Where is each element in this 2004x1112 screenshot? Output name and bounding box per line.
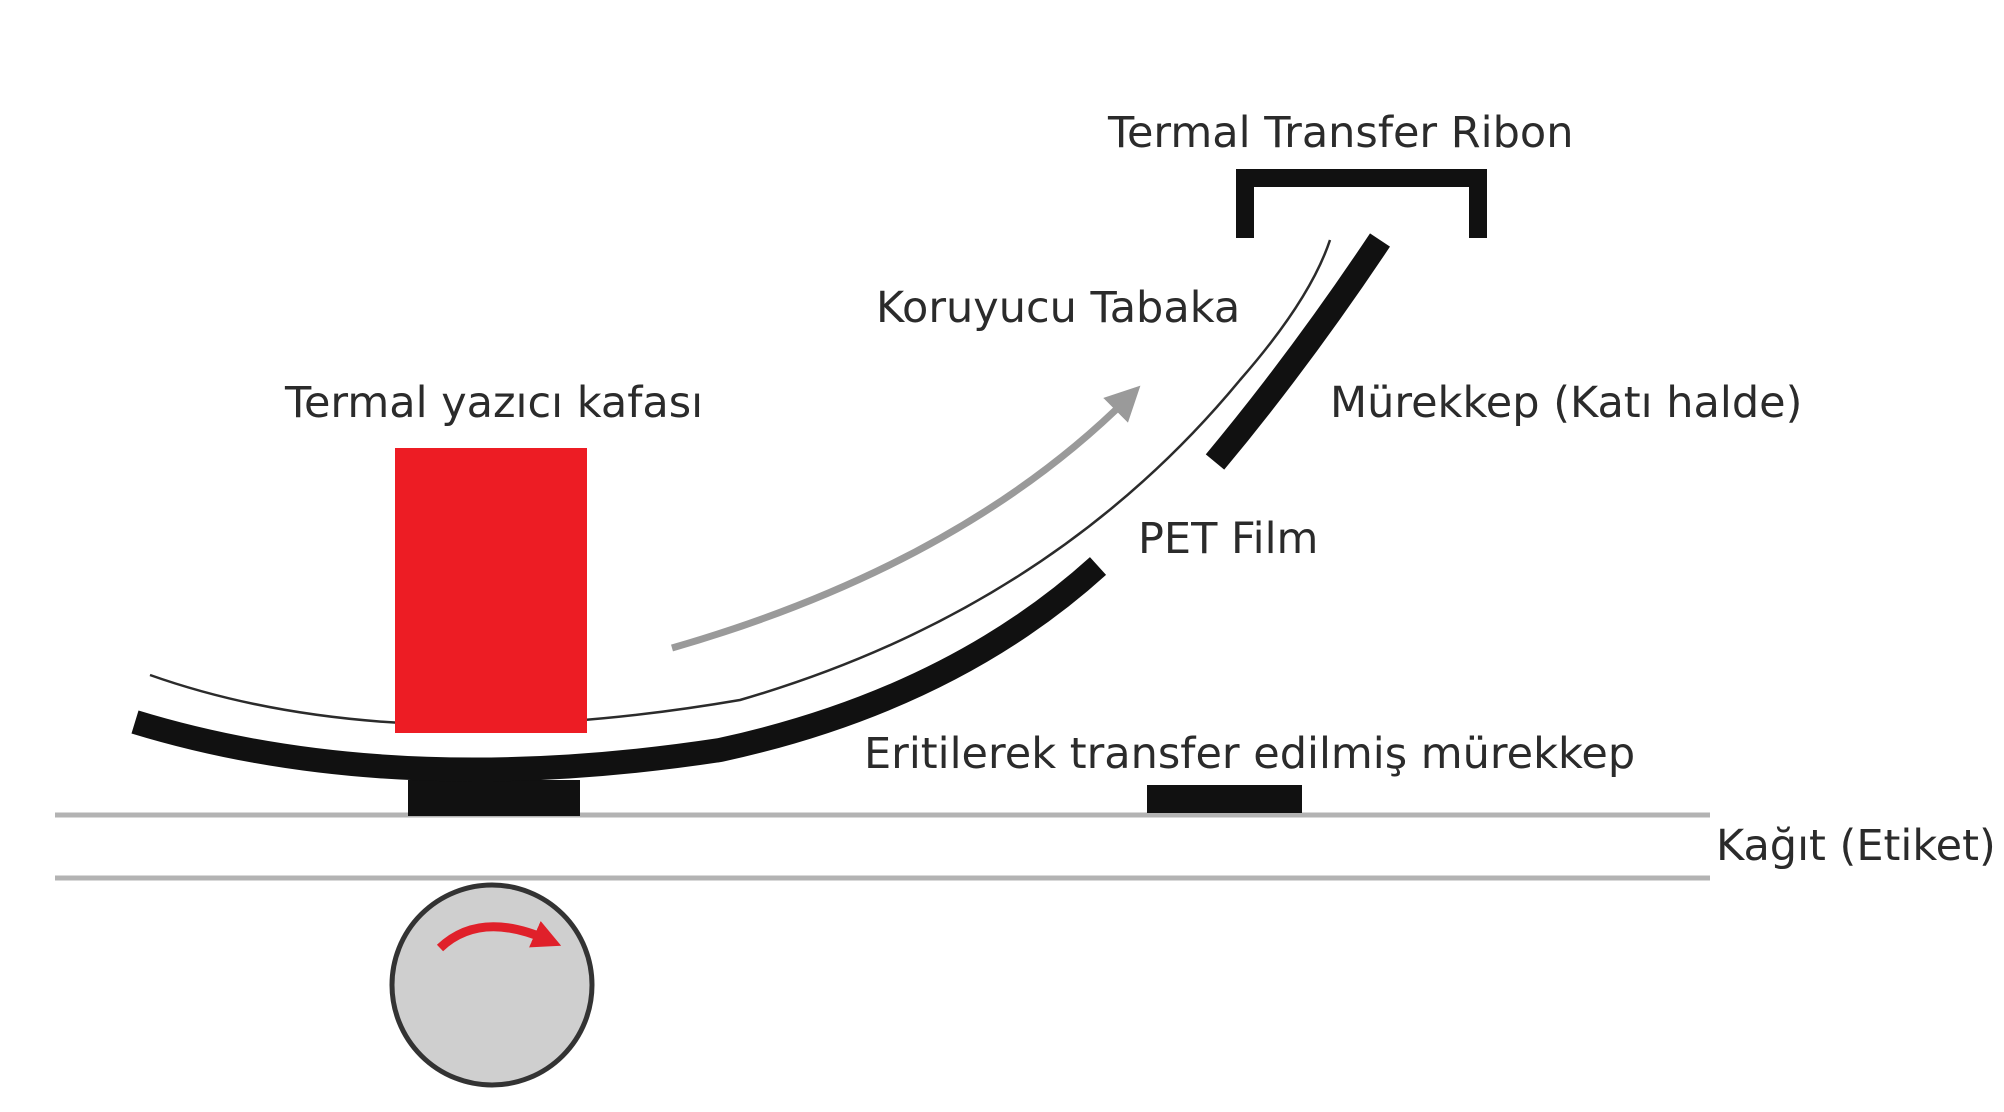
ink-layer-lower [131,557,1107,782]
ribbon-label: Termal Transfer Ribon [1107,108,1573,158]
paper-label: Kağıt (Etiket) [1716,821,1996,871]
thermal-print-head [395,448,587,733]
transferred-ink-label: Eritilerek transfer edilmiş mürekkep [864,729,1635,779]
curved-arrow-icon [671,385,1141,652]
pet-film-label: PET Film [1138,514,1318,564]
print-head-label: Termal yazıcı kafası [284,378,703,428]
pet-film-layer [149,239,1332,727]
ink-under-head [408,780,580,816]
ink-solid-label: Mürekkep (Katı halde) [1330,378,1802,428]
ink-layer-solid [1205,233,1390,470]
transferred-ink-block [1147,785,1302,813]
protective-layer-label: Koruyucu Tabaka [876,283,1240,333]
ribbon-bracket-icon [1236,169,1487,238]
platen-roller [389,882,595,1088]
rotation-arrow-icon [436,921,562,952]
